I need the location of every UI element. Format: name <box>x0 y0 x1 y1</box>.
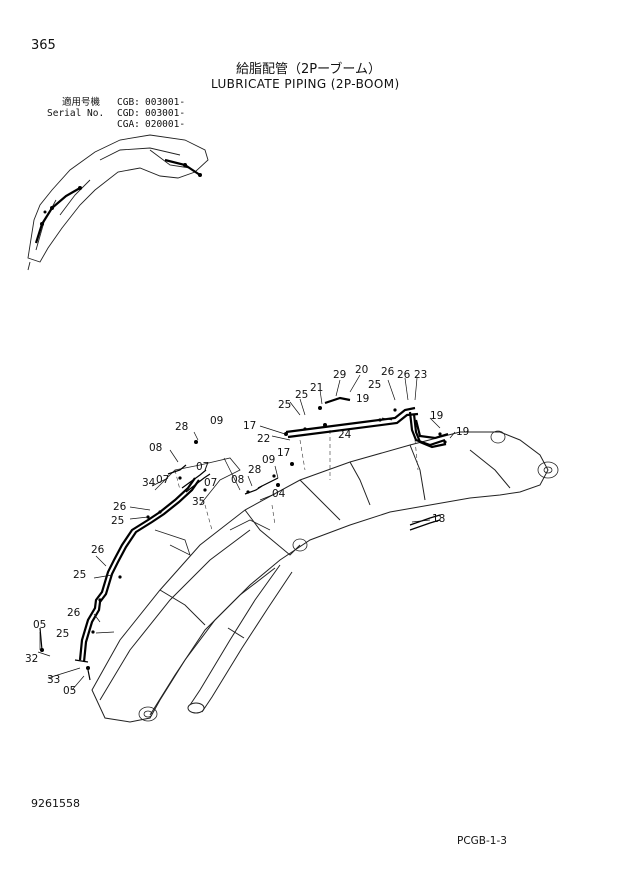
callout-26d: 26 <box>91 544 105 556</box>
boom-outline <box>91 431 549 723</box>
callout-07b: 07 <box>156 474 169 486</box>
serial-model-1: CGB: <box>117 97 140 108</box>
callout-19b: 19 <box>430 410 443 422</box>
catalog-code: PCGB-1-3 <box>457 835 507 847</box>
callout-04: 04 <box>272 488 286 500</box>
callout-32: 32 <box>25 653 38 665</box>
serial-number-3: 020001- <box>145 119 186 130</box>
callout-26e: 26 <box>67 607 81 619</box>
callout-17b: 17 <box>277 447 290 459</box>
callout-25c: 25 <box>278 399 291 411</box>
callout-20: 20 <box>355 364 368 376</box>
callout-05b: 05 <box>63 685 76 697</box>
callout-29: 29 <box>333 369 346 381</box>
callout-22: 22 <box>257 433 270 445</box>
serial-number-1: 003001- <box>145 97 186 108</box>
callout-26c: 26 <box>113 501 127 513</box>
callout-21: 21 <box>310 382 323 394</box>
callout-09b: 09 <box>262 454 275 466</box>
serial-label-jp: 適用号機 <box>62 97 101 108</box>
callout-28b: 28 <box>248 464 261 476</box>
callout-25e: 25 <box>73 569 86 581</box>
callout-19c: 19 <box>456 426 469 438</box>
serial-label-en: Serial No. <box>47 108 105 119</box>
callout-08b: 08 <box>231 474 244 486</box>
callout-18: 18 <box>432 513 445 525</box>
callout-25: 25 <box>368 379 381 391</box>
callout-19: 19 <box>356 393 369 405</box>
callout-33: 33 <box>47 674 60 686</box>
boom-cylinder <box>187 564 293 714</box>
serial-model-2: CGD: <box>117 108 140 119</box>
callout-28: 28 <box>175 421 188 433</box>
callout-24: 24 <box>338 429 352 441</box>
callout-17: 17 <box>243 420 256 432</box>
serial-number-2: 003001- <box>145 108 186 119</box>
callout-05: 05 <box>33 619 46 631</box>
callout-26: 26 <box>381 366 395 378</box>
page-number: 365 <box>31 38 56 53</box>
callout-26b: 26 <box>397 369 411 381</box>
callout-09: 09 <box>210 415 223 427</box>
callout-07: 07 <box>196 461 209 473</box>
callout-35: 35 <box>192 496 205 508</box>
callout-34: 34 <box>142 477 156 489</box>
callout-25f: 25 <box>56 628 69 640</box>
callout-23: 23 <box>414 369 427 381</box>
callout-25d: 25 <box>111 515 124 527</box>
callout-07c: 07 <box>204 477 217 489</box>
drawing-number: 9261558 <box>31 797 80 810</box>
callout-25b: 25 <box>295 389 308 401</box>
title-english: LUBRICATE PIPING (2P-BOOM) <box>211 77 400 91</box>
serial-model-3: CGA: <box>117 119 140 130</box>
callout-08: 08 <box>149 442 162 454</box>
title-japanese: 給脂配管（2Pーブーム） <box>236 62 381 77</box>
grease-pipes <box>78 396 449 663</box>
